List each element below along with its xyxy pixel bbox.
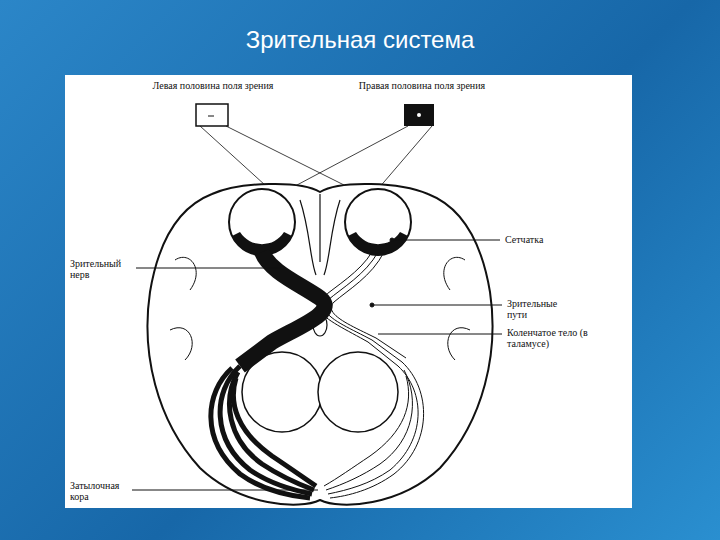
field-mark xyxy=(208,116,214,117)
tract xyxy=(318,252,398,366)
right-lobe xyxy=(318,352,398,432)
leader-line xyxy=(378,334,502,335)
leader-dot xyxy=(390,238,394,242)
left-eye xyxy=(229,189,295,255)
radiation xyxy=(230,372,314,490)
leader-line xyxy=(130,490,318,491)
field-dot xyxy=(417,113,421,117)
brain-outline xyxy=(148,184,493,505)
part-label: Коленчатое тело (в таламусе) xyxy=(505,327,599,349)
part-label: Зрительный нерв xyxy=(68,258,136,280)
radiation xyxy=(324,376,409,486)
tract xyxy=(325,252,402,362)
radiation-black xyxy=(211,366,316,498)
left-field-box xyxy=(196,104,228,126)
midline xyxy=(300,194,340,275)
right-field-box xyxy=(404,104,434,126)
right-retina xyxy=(348,232,408,255)
right-eye xyxy=(345,189,411,255)
optic-nerve-black xyxy=(240,252,325,366)
part-label: Правая половина поля зрения xyxy=(356,80,488,91)
radiation xyxy=(211,368,310,498)
left-retina xyxy=(232,232,292,255)
leader-lines xyxy=(130,238,502,490)
leader-dot xyxy=(280,266,284,270)
part-label: Зрительные пути xyxy=(505,298,579,320)
radiation xyxy=(233,378,316,486)
part-label: Затылочная кора xyxy=(68,480,132,502)
leader-line xyxy=(134,268,282,269)
slide-title: Зрительная система xyxy=(0,26,720,54)
leader-line xyxy=(372,305,502,306)
part-label: Сетчатка xyxy=(503,234,587,245)
radiation xyxy=(326,370,412,490)
leader-dot xyxy=(370,303,374,307)
pathway-thin xyxy=(318,252,424,498)
part-label: Левая половина поля зрения xyxy=(150,80,276,91)
white-panel xyxy=(65,75,632,508)
leader-line xyxy=(392,240,500,241)
